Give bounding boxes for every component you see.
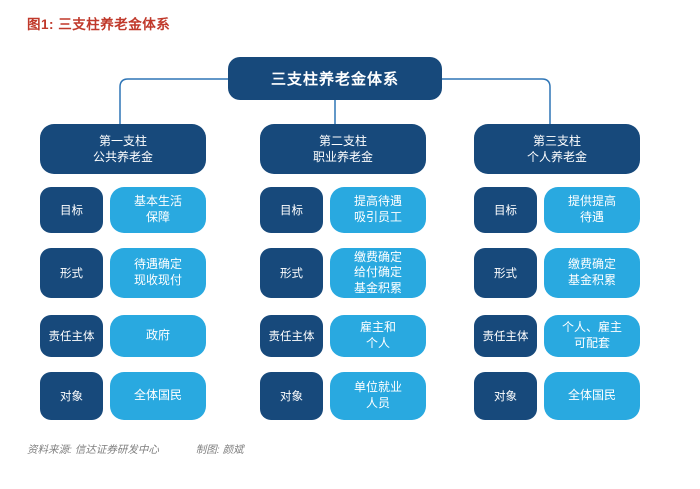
row-label: 对象 [260, 372, 323, 420]
pillar-3-row-target: 对象 全体国民 [474, 372, 640, 420]
row-value: 雇主和 个人 [330, 315, 426, 357]
pillar-1: 第一支柱 公共养老金 目标 基本生活 保障 形式 待遇确定 现收现付 责任主体 … [40, 124, 206, 420]
pillar-3-header: 第三支柱 个人养老金 [474, 124, 640, 174]
pillar-1-row-form: 形式 待遇确定 现收现付 [40, 248, 206, 298]
pillar-2: 第二支柱 职业养老金 目标 提高待遇 吸引员工 形式 缴费确定 给付确定 基金积… [260, 124, 426, 420]
row-label: 形式 [474, 248, 537, 298]
row-value: 缴费确定 给付确定 基金积累 [330, 248, 426, 298]
credit-text: 制图: 颜斌 [195, 444, 244, 456]
row-value: 待遇确定 现收现付 [110, 248, 206, 298]
pillar-2-row-form: 形式 缴费确定 给付确定 基金积累 [260, 248, 426, 298]
root-node: 三支柱养老金体系 [228, 57, 442, 100]
row-label: 目标 [40, 187, 103, 233]
pillar-3-row-responsible: 责任主体 个人、雇主 可配套 [474, 315, 640, 357]
pillar-3: 第三支柱 个人养老金 目标 提供提高 待遇 形式 缴费确定 基金积累 责任主体 … [474, 124, 640, 420]
row-label: 形式 [40, 248, 103, 298]
row-value: 单位就业 人员 [330, 372, 426, 420]
row-value: 提高待遇 吸引员工 [330, 187, 426, 233]
pillar-3-row-form: 形式 缴费确定 基金积累 [474, 248, 640, 298]
row-label: 对象 [474, 372, 537, 420]
pillar-1-row-target: 对象 全体国民 [40, 372, 206, 420]
pillar-2-header: 第二支柱 职业养老金 [260, 124, 426, 174]
row-value: 提供提高 待遇 [544, 187, 640, 233]
pillar-1-row-goal: 目标 基本生活 保障 [40, 187, 206, 233]
row-label: 目标 [474, 187, 537, 233]
source-text: 资料来源: 信达证券研发中心 [27, 444, 159, 456]
pillar-2-row-target: 对象 单位就业 人员 [260, 372, 426, 420]
pillar-3-row-goal: 目标 提供提高 待遇 [474, 187, 640, 233]
pillar-1-row-responsible: 责任主体 政府 [40, 315, 206, 357]
source-note: 资料来源: 信达证券研发中心 制图: 颜斌 [27, 442, 244, 457]
row-value: 缴费确定 基金积累 [544, 248, 640, 298]
row-label: 责任主体 [474, 315, 537, 357]
row-value: 个人、雇主 可配套 [544, 315, 640, 357]
row-value: 全体国民 [544, 372, 640, 420]
row-value: 政府 [110, 315, 206, 357]
figure-title: 图1: 三支柱养老金体系 [27, 17, 171, 32]
row-value: 基本生活 保障 [110, 187, 206, 233]
row-label: 目标 [260, 187, 323, 233]
pillar-1-header: 第一支柱 公共养老金 [40, 124, 206, 174]
row-label: 责任主体 [40, 315, 103, 357]
row-label: 责任主体 [260, 315, 323, 357]
row-label: 对象 [40, 372, 103, 420]
pillar-2-row-goal: 目标 提高待遇 吸引员工 [260, 187, 426, 233]
pillar-2-row-responsible: 责任主体 雇主和 个人 [260, 315, 426, 357]
row-label: 形式 [260, 248, 323, 298]
row-value: 全体国民 [110, 372, 206, 420]
